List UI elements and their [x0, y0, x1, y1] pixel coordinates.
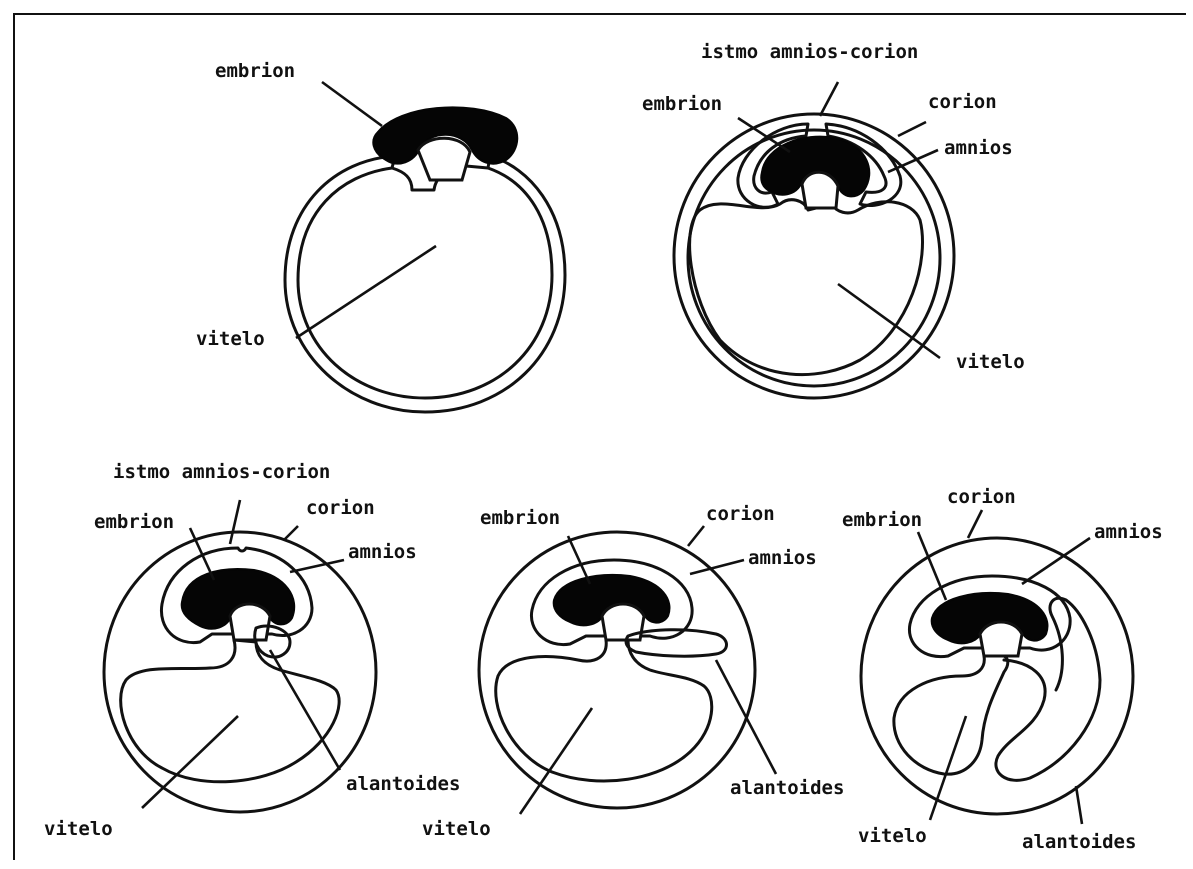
stage-4-amnion-leader	[690, 560, 744, 574]
stage-3-chorion-label: corion	[306, 497, 375, 519]
stage-4-yolk-sac	[496, 640, 712, 781]
stage-3-isthmus-label: istmo amnios-corion	[113, 461, 330, 483]
stage-5-allantois-leader	[1076, 786, 1082, 824]
stage-3-allantois-leader	[270, 650, 340, 770]
stage-5-amnion-label: amnios	[1094, 521, 1163, 543]
stage-5-yolk-label: vitelo	[858, 825, 927, 847]
stage-2-chorion-label: corion	[928, 91, 997, 113]
stage-1-embryo-leader	[322, 82, 382, 126]
stage-3-yolk-label: vitelo	[44, 818, 113, 840]
stage-3-embryo-stalk	[230, 604, 270, 640]
stage-3-allantois-label: alantoides	[346, 773, 460, 795]
stage-3: istmo amnios-corion corion embrion amnio…	[44, 461, 460, 840]
stage-2-chorion-leader	[898, 122, 926, 136]
stage-2-embryo-label: embrion	[642, 93, 722, 115]
stage-3-yolk-leader	[142, 716, 238, 808]
stage-2-amnion-label: amnios	[944, 137, 1013, 159]
stage-1: embrion vitelo	[196, 60, 565, 412]
stage-5-chorion-label: corion	[947, 486, 1016, 508]
stage-4-embryo-leader	[568, 536, 590, 584]
stage-2-embryo-stalk	[802, 172, 838, 208]
stage-3-amnion-leader	[290, 560, 344, 572]
stage-5-embryo-label: embrion	[842, 509, 922, 531]
stage-1-yolk-label: vitelo	[196, 328, 265, 350]
stage-4-amnion-label: amnios	[748, 547, 817, 569]
stage-3-embryo-label: embrion	[94, 511, 174, 533]
stage-4-yolk-label: vitelo	[422, 818, 491, 840]
stage-4-chorion-label: corion	[706, 503, 775, 525]
stage-3-isthmus-leader	[230, 500, 240, 544]
stage-4-chorion-leader	[688, 526, 704, 546]
stage-2-isthmus-label: istmo amnios-corion	[701, 41, 918, 63]
stage-5: corion embrion amnios vitelo alantoides	[842, 486, 1163, 853]
stage-4-allantois-label: alantoides	[730, 777, 844, 799]
stage-1-yolk-sac-outer	[285, 156, 565, 412]
stage-2: istmo amnios-corion embrion corion amnio…	[642, 41, 1025, 398]
stage-5-embryo-leader	[918, 532, 946, 600]
stage-5-chorion-leader	[968, 510, 982, 538]
stage-3-chorion-leader	[284, 526, 298, 540]
stage-5-amnion-leader	[1022, 538, 1090, 584]
stage-4-chorion	[479, 532, 755, 808]
stage-4: embrion corion amnios alantoides vitelo	[422, 503, 844, 840]
stage-3-amnion-label: amnios	[348, 541, 417, 563]
stage-4-embryo-label: embrion	[480, 507, 560, 529]
stage-1-embryo-stalk	[418, 138, 470, 180]
stage-5-embryo-stalk	[980, 622, 1022, 656]
stage-2-yolk-label: vitelo	[956, 351, 1025, 373]
stage-5-allantois-label: alantoides	[1022, 831, 1136, 853]
stage-2-isthmus-leader	[820, 82, 838, 116]
stage-1-yolk-leader	[296, 246, 436, 338]
stage-1-embryo-label: embrion	[215, 60, 295, 82]
